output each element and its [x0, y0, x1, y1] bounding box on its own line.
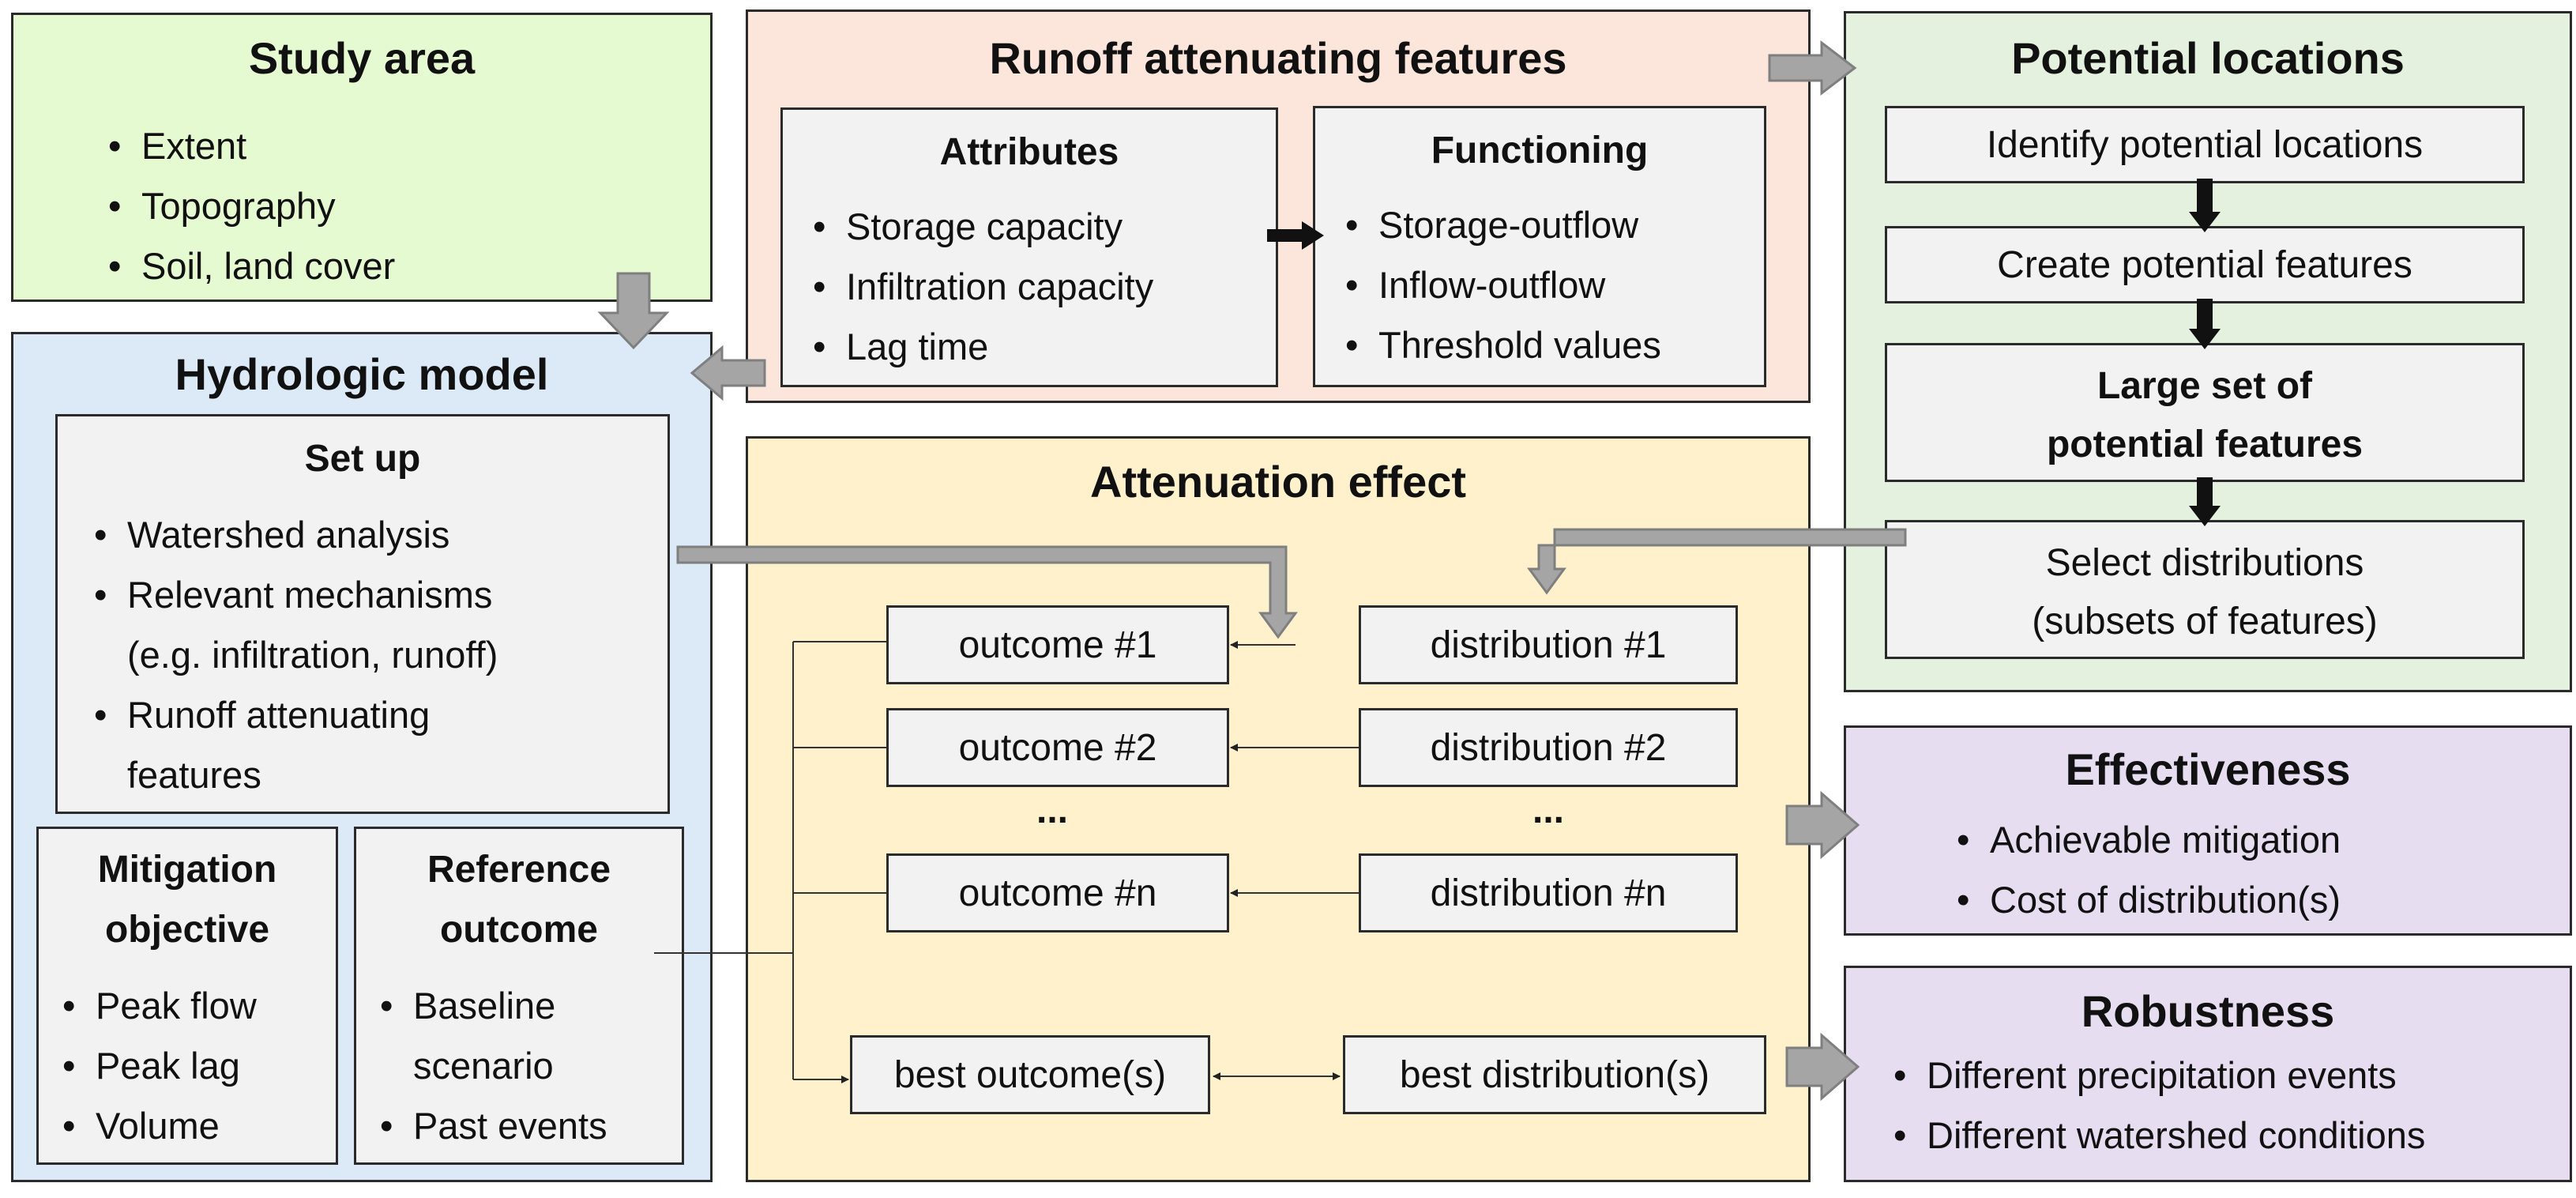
study-area-panel: Study area Extent Topography Soil, land …	[11, 13, 713, 302]
functioning-list: Storage-outflow Inflow-outflow Threshold…	[1337, 195, 1661, 375]
arrow-attenuation-to-effectiveness	[1785, 790, 1860, 860]
large-set-line1: Large set of	[2097, 365, 2313, 407]
attenuation-effect-title: Attenuation effect	[1090, 457, 1466, 507]
list-item: Baseline	[372, 976, 607, 1036]
list-item: Past events	[372, 1096, 607, 1156]
list-item: Lag time	[805, 317, 1153, 377]
robustness-list: Different precipitation events Different…	[1886, 1045, 2425, 1166]
reference-list: Baseline scenario Past events	[372, 976, 607, 1156]
outcome-2-label: outcome #2	[958, 726, 1157, 769]
effectiveness-list: Achievable mitigation Cost of distributi…	[1949, 810, 2341, 930]
outcome-n-box: outcome #n	[886, 853, 1229, 932]
outcome-1-box: outcome #1	[886, 605, 1229, 684]
pipe-setup-to-outcomes	[676, 545, 1298, 639]
study-area-title: Study area	[248, 33, 476, 83]
list-item: Topography	[100, 176, 395, 236]
list-item: Peak flow	[55, 976, 257, 1036]
effectiveness-panel: Effectiveness Achievable mitigation Cost…	[1844, 725, 2572, 936]
identify-locations-box: Identify potential locations	[1885, 106, 2525, 183]
robustness-title: Robustness	[2081, 986, 2335, 1036]
select-distributions-line2: (subsets of features)	[2032, 601, 2378, 642]
select-distributions-line1: Select distributions	[2045, 542, 2364, 584]
list-item: Inflow-outflow	[1337, 255, 1661, 315]
list-item: (e.g. infiltration, runoff)	[127, 634, 498, 676]
outcome-2-box: outcome #2	[886, 708, 1229, 787]
best-outcome-label: best outcome(s)	[893, 1053, 1167, 1096]
best-distribution-box: best distribution(s)	[1343, 1035, 1766, 1114]
outcome-ellipsis: ...	[1036, 789, 1069, 831]
functioning-title: Functioning	[1431, 130, 1649, 171]
arrow-step1-to-step2	[2189, 179, 2221, 232]
identify-locations-label: Identify potential locations	[1986, 123, 2424, 166]
runoff-features-title: Runoff attenuating features	[989, 33, 1567, 83]
list-item: Watershed analysis	[86, 505, 498, 565]
mitigation-title-line1: Mitigation	[97, 849, 277, 891]
effectiveness-title: Effectiveness	[2065, 744, 2351, 794]
list-item: Extent	[100, 116, 395, 176]
list-item: Soil, land cover	[100, 236, 395, 296]
list-item: scenario	[413, 1045, 554, 1087]
arrow-attributes-to-functioning	[1267, 221, 1324, 250]
potential-locations-title: Potential locations	[2011, 33, 2405, 83]
arrow-runoff-to-potential	[1768, 40, 1857, 96]
pipe-select-to-distributions	[1527, 528, 1907, 595]
list-item: Different precipitation events	[1886, 1045, 2425, 1106]
mitigation-title-line2: objective	[104, 909, 270, 951]
mitigation-list: Peak flow Peak lag Volume	[55, 976, 257, 1156]
arrow-study-to-hydro	[597, 272, 670, 350]
functioning-box: Functioning Storage-outflow Inflow-outfl…	[1313, 106, 1766, 387]
reference-outcome-box: Reference outcome Baseline scenario Past…	[354, 827, 684, 1165]
list-item: Achievable mitigation	[1949, 810, 2341, 870]
arrow-step2-to-step3	[2189, 299, 2221, 349]
distribution-2-box: distribution #2	[1359, 708, 1738, 787]
reference-title-line2: outcome	[439, 909, 598, 951]
best-distribution-label: best distribution(s)	[1399, 1053, 1710, 1096]
arrow-attenuation-to-robustness	[1785, 1032, 1860, 1102]
attributes-box: Attributes Storage capacity Infiltration…	[780, 107, 1278, 387]
list-item: Infiltration capacity	[805, 257, 1153, 317]
hydrologic-model-title: Hydrologic model	[175, 349, 549, 399]
list-item: Relevant mechanisms	[86, 565, 498, 625]
attributes-list: Storage capacity Infiltration capacity L…	[805, 197, 1153, 377]
distribution-2-label: distribution #2	[1430, 726, 1667, 769]
distribution-n-label: distribution #n	[1430, 872, 1667, 914]
large-set-line2: potential features	[2046, 424, 2364, 465]
create-features-label: Create potential features	[1997, 243, 2412, 286]
reference-title-line1: Reference	[427, 849, 611, 891]
distribution-1-label: distribution #1	[1430, 623, 1667, 666]
list-item: Runoff attenuating	[86, 685, 498, 745]
list-item: Different watershed conditions	[1886, 1106, 2425, 1166]
best-outcome-box: best outcome(s)	[850, 1035, 1210, 1114]
robustness-panel: Robustness Different precipitation event…	[1844, 966, 2572, 1182]
arrow-runoff-to-hydro	[690, 345, 766, 401]
arrow-step3-to-step4	[2189, 477, 2221, 526]
list-item: Volume	[55, 1096, 257, 1156]
setup-list: Watershed analysis Relevant mechanisms (…	[86, 505, 498, 805]
distribution-1-box: distribution #1	[1359, 605, 1738, 684]
outcome-n-label: outcome #n	[958, 872, 1157, 914]
list-item: Threshold values	[1337, 315, 1661, 375]
distribution-ellipsis: ...	[1532, 789, 1565, 831]
list-item: Peak lag	[55, 1036, 257, 1096]
list-item: features	[127, 754, 261, 796]
outcome-1-label: outcome #1	[958, 623, 1157, 666]
study-area-list: Extent Topography Soil, land cover	[100, 116, 395, 296]
create-features-box: Create potential features	[1885, 226, 2525, 303]
list-item: Storage-outflow	[1337, 195, 1661, 255]
large-set-box: Large set of potential features	[1885, 343, 2525, 482]
list-item: Cost of distribution(s)	[1949, 870, 2341, 930]
select-distributions-box: Select distributions (subsets of feature…	[1885, 520, 2525, 659]
attributes-title: Attributes	[939, 131, 1119, 173]
setup-box: Set up Watershed analysis Relevant mecha…	[55, 414, 670, 814]
distribution-n-box: distribution #n	[1359, 853, 1738, 932]
setup-title: Set up	[304, 438, 421, 480]
mitigation-objective-box: Mitigation objective Peak flow Peak lag …	[36, 827, 338, 1165]
list-item: Storage capacity	[805, 197, 1153, 257]
